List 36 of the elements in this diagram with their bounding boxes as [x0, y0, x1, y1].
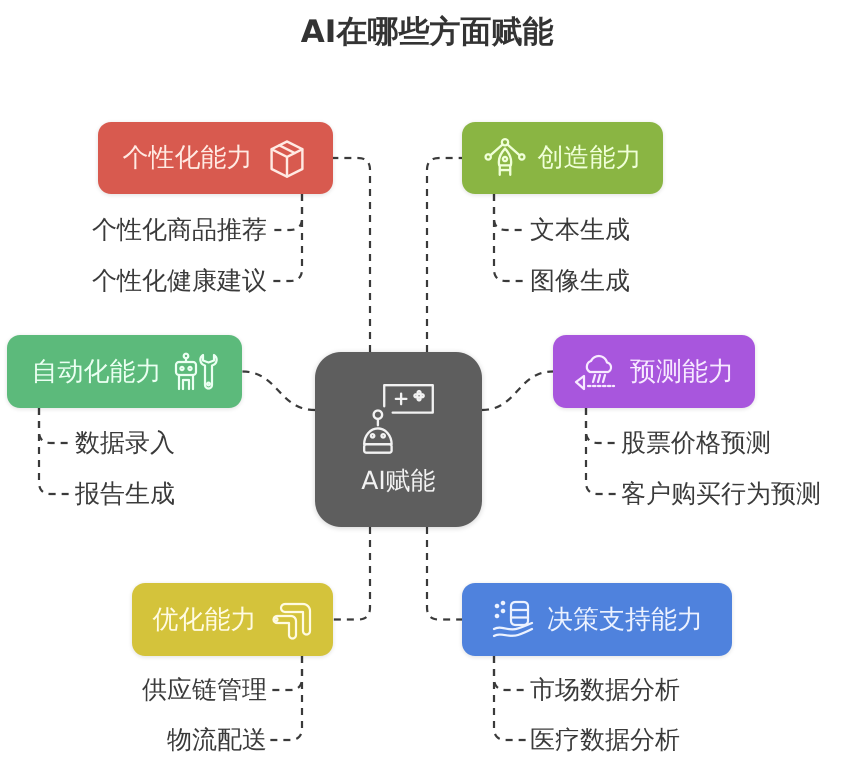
- capability-label: 优化能力: [152, 604, 256, 636]
- connector: [426, 527, 462, 621]
- capability-box: [7, 335, 242, 408]
- branch-label: 报告生成: [72, 477, 178, 511]
- hub-label: AI赋能: [361, 464, 436, 496]
- branch-label: 图像生成: [527, 264, 633, 298]
- branch-label: 股票价格预测: [618, 426, 774, 460]
- title: AI在哪些方面赋能: [300, 13, 554, 52]
- capability-label: 创造能力: [538, 142, 642, 175]
- connector: [333, 156, 372, 352]
- capability-label: 个性化能力: [122, 142, 252, 175]
- branch-label: 物流配送: [164, 723, 270, 757]
- capability-label: 决策支持能力: [547, 604, 703, 636]
- connector: [482, 370, 554, 412]
- connector: [584, 408, 618, 496]
- branch-label: 供应链管理: [139, 673, 270, 707]
- branch-label: 客户购买行为预测: [618, 477, 824, 511]
- capability-box: [132, 583, 333, 656]
- connector: [492, 656, 527, 742]
- branch-label: 个性化商品推荐: [89, 213, 270, 247]
- capability-label: 自动化能力: [32, 356, 162, 388]
- capability-box: [462, 122, 663, 194]
- capability-box: [553, 335, 755, 408]
- capability-box: [98, 122, 333, 194]
- branch-label: 个性化健康建议: [89, 264, 270, 298]
- capability-label: 预测能力: [630, 356, 734, 388]
- connector: [426, 156, 462, 352]
- capability-box: [462, 583, 732, 656]
- hub-box: [315, 352, 482, 527]
- branch-label: 数据录入: [72, 426, 178, 460]
- branch-label: 市场数据分析: [527, 673, 683, 707]
- branch-label: 文本生成: [527, 213, 633, 247]
- connector: [270, 656, 304, 742]
- connector: [242, 370, 316, 412]
- branch-label: 医疗数据分析: [527, 723, 683, 757]
- connector: [333, 527, 372, 621]
